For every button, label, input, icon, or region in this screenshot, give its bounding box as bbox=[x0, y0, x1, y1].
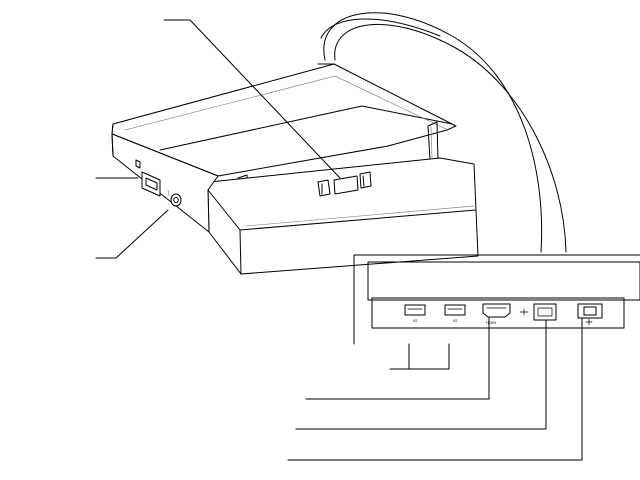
leader-lines-dock bbox=[95, 19, 341, 259]
svg-text:SS: SS bbox=[453, 319, 458, 323]
rear-hdmi-port: HDMI bbox=[482, 303, 511, 325]
dock-connector-icon bbox=[317, 171, 372, 197]
rear-usb-port-2: SS bbox=[444, 304, 466, 323]
rear-ethernet-port bbox=[519, 303, 557, 321]
leader-lines-panel bbox=[287, 317, 583, 461]
rear-usb-port-1: SS bbox=[404, 304, 426, 323]
rear-panel bbox=[353, 254, 640, 345]
side-port-usb-icon bbox=[135, 159, 161, 197]
svg-text:SS: SS bbox=[413, 319, 418, 323]
dock-body bbox=[111, 63, 479, 275]
rear-power-port bbox=[577, 303, 603, 326]
side-port-audio-icon bbox=[167, 189, 182, 207]
hdmi-label: HDMI bbox=[486, 321, 496, 325]
cable-lines bbox=[320, 12, 567, 253]
